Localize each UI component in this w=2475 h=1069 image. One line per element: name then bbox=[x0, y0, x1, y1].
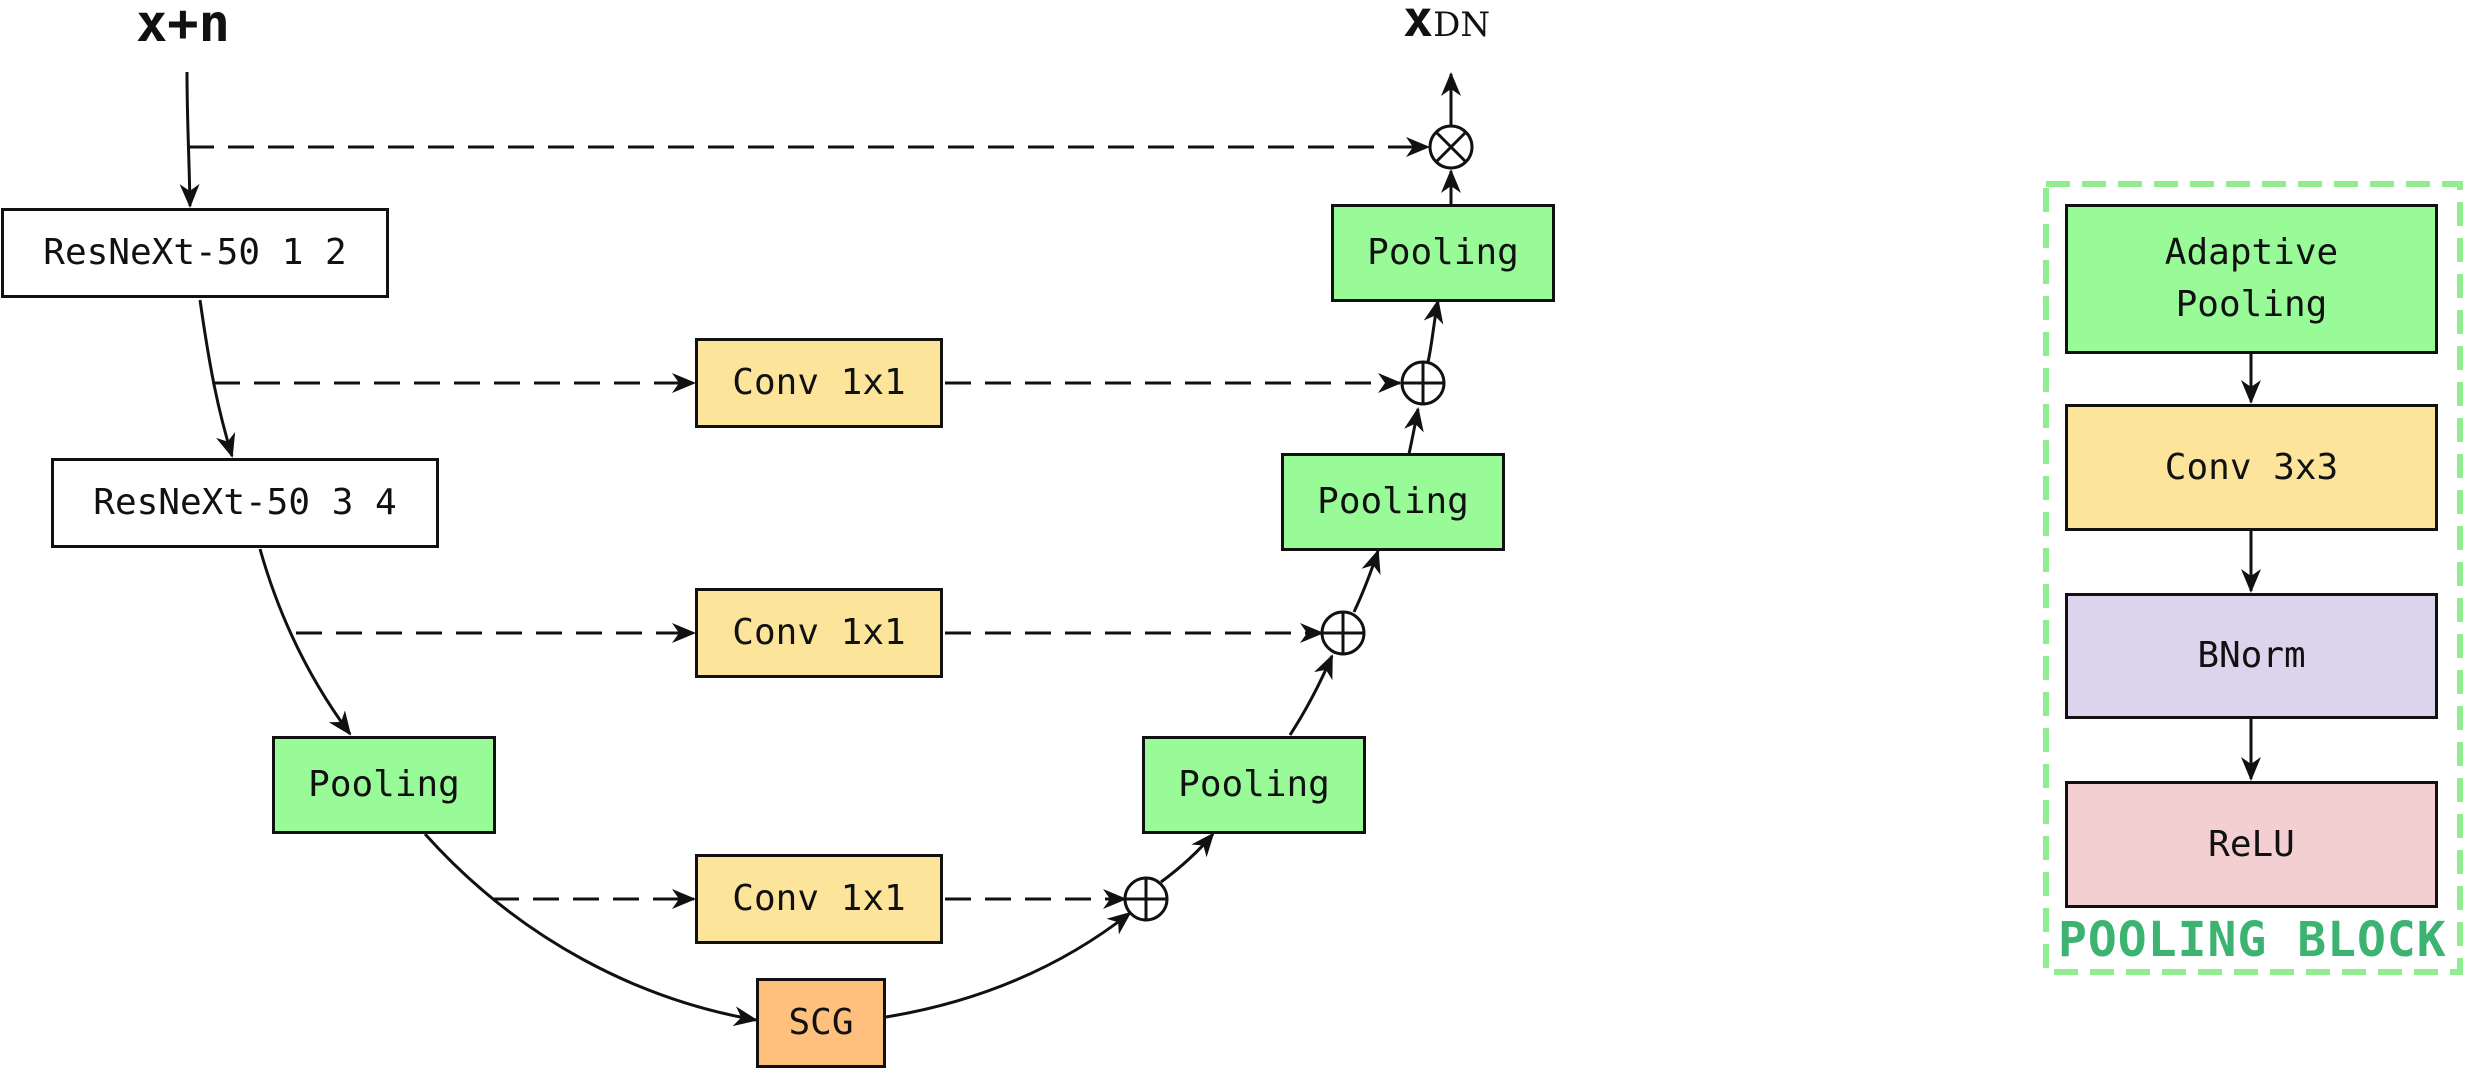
edge-resnext34-to-pooling bbox=[258, 548, 352, 736]
edge-add2-to-pooling bbox=[1352, 549, 1381, 613]
bnorm-layer-label: BNorm bbox=[2197, 635, 2306, 676]
edge-pooling-to-add2 bbox=[1288, 654, 1334, 736]
resnext-block-3-4: ResNeXt-50 3 4 bbox=[51, 458, 439, 548]
encoder-pooling-label: Pooling bbox=[308, 764, 460, 805]
relu-layer: ReLU bbox=[2065, 781, 2438, 908]
decoder-pooling-3: Pooling bbox=[1142, 736, 1366, 834]
add-operator-1 bbox=[1400, 360, 1446, 406]
decoder-pooling-2-label: Pooling bbox=[1317, 481, 1469, 522]
pooling-block-title: POOLING BLOCK bbox=[2058, 912, 2447, 968]
pooling-block-frame bbox=[2043, 181, 2463, 975]
input-label: x+n bbox=[136, 0, 230, 54]
decoder-pooling-3-label: Pooling bbox=[1178, 764, 1330, 805]
add-operator-3 bbox=[1123, 876, 1169, 922]
adaptive-pooling-layer: Adaptive Pooling bbox=[2065, 204, 2438, 354]
resnext-block-1-2: ResNeXt-50 1 2 bbox=[1, 208, 389, 298]
conv3x3-layer: Conv 3x3 bbox=[2065, 404, 2438, 531]
conv3x3-layer-label: Conv 3x3 bbox=[2164, 446, 2339, 488]
add-operator-2 bbox=[1320, 610, 1366, 656]
scg-block: SCG bbox=[756, 978, 886, 1068]
edge-input-to-resnext12 bbox=[179, 71, 200, 208]
edge-pooling-to-add1 bbox=[1404, 407, 1424, 455]
output-label-subscript: DN bbox=[1433, 5, 1491, 45]
edge-add1-to-pooling bbox=[1423, 299, 1444, 363]
encoder-pooling: Pooling bbox=[272, 736, 496, 834]
multiply-operator bbox=[1428, 124, 1474, 170]
skip-conv-1-label: Conv 1x1 bbox=[732, 362, 906, 403]
skip-conv-2: Conv 1x1 bbox=[695, 588, 943, 678]
decoder-pooling-2: Pooling bbox=[1281, 453, 1505, 551]
decoder-pooling-1-label: Pooling bbox=[1367, 232, 1519, 273]
edge-pooling-to-scg bbox=[423, 832, 758, 1027]
edge-scg-to-add3 bbox=[885, 911, 1132, 1019]
relu-layer-label: ReLU bbox=[2208, 823, 2295, 865]
edge-add3-to-pooling bbox=[1160, 832, 1215, 884]
skip-conv-2-label: Conv 1x1 bbox=[732, 612, 906, 653]
decoder-pooling-1: Pooling bbox=[1331, 204, 1555, 302]
edge-resnext12-to-resnext34 bbox=[198, 299, 236, 458]
adaptive-pooling-layer-label: Adaptive Pooling bbox=[2164, 232, 2339, 325]
skip-conv-1: Conv 1x1 bbox=[695, 338, 943, 428]
skip-conv-3: Conv 1x1 bbox=[695, 854, 943, 944]
output-label: xDN bbox=[1403, 0, 1490, 48]
resnext-block-1-2-label: ResNeXt-50 1 2 bbox=[43, 232, 347, 273]
resnext-block-3-4-label: ResNeXt-50 3 4 bbox=[93, 482, 397, 523]
skip-conv-3-label: Conv 1x1 bbox=[732, 878, 906, 919]
scg-block-label: SCG bbox=[788, 1002, 854, 1043]
bnorm-layer: BNorm bbox=[2065, 593, 2438, 719]
output-label-base: x bbox=[1403, 0, 1434, 48]
